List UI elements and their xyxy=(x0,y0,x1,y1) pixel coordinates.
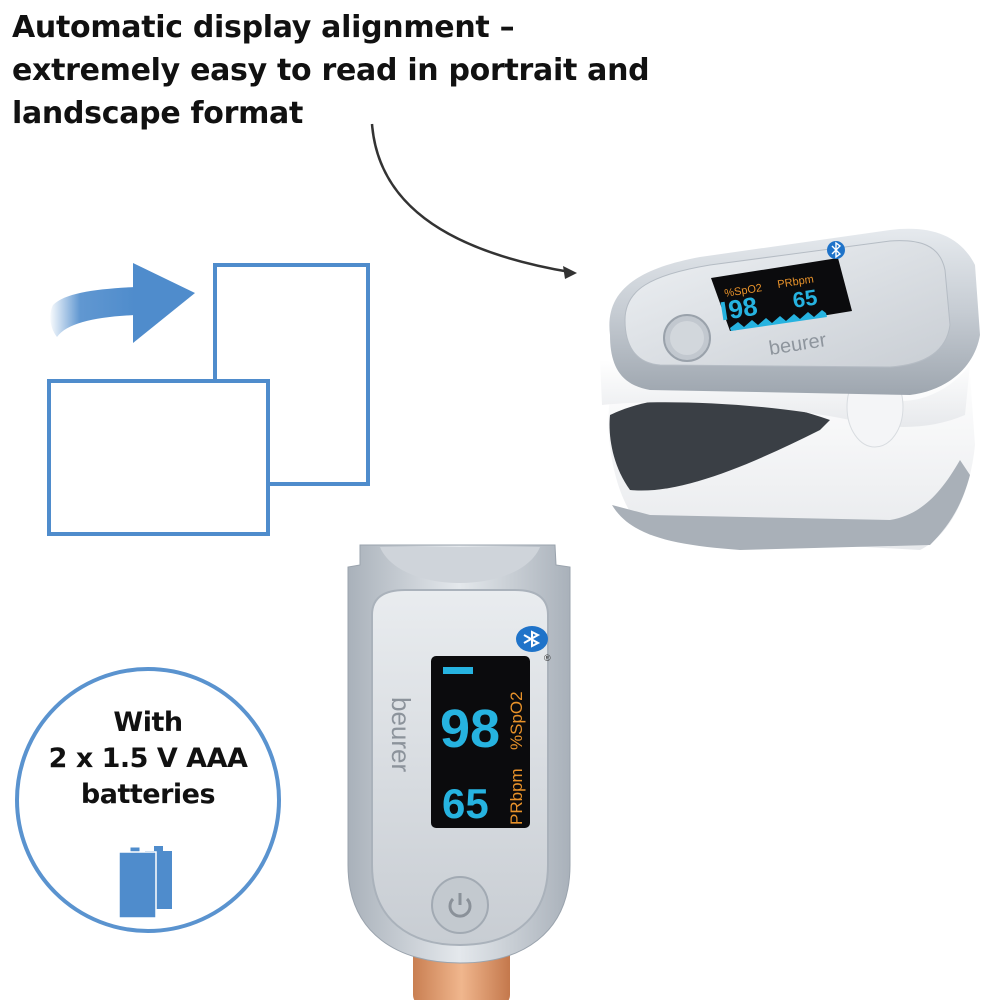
battery-badge-line-2: 2 x 1.5 V AAA xyxy=(48,743,248,774)
battery-badge-line-1: With xyxy=(113,707,183,738)
battery-badge: With 2 x 1.5 V AAA batteries xyxy=(15,667,281,933)
headline-line-3: landscape format xyxy=(12,96,304,131)
headline: Automatic display alignment – extremely … xyxy=(12,6,712,135)
headline-line-1: Automatic display alignment – xyxy=(12,10,515,45)
spo2-value: 98 xyxy=(726,291,759,325)
pulse-label: PRbpm xyxy=(507,768,526,825)
registered-mark: ® xyxy=(544,653,551,663)
spo2-value: 98 xyxy=(440,699,500,759)
landscape-frame xyxy=(47,379,270,536)
spo2-label: %SpO2 xyxy=(507,691,526,750)
battery-badge-line-3: batteries xyxy=(80,779,216,810)
rotate-arrow-icon xyxy=(50,263,195,343)
pulse-value: 65 xyxy=(791,284,819,313)
battery-badge-text: With 2 x 1.5 V AAA batteries xyxy=(19,705,277,813)
spo2-label: %SpO2 xyxy=(724,282,763,300)
power-icon xyxy=(448,897,472,918)
pulse-wave-icon xyxy=(730,310,827,331)
pulse-value: 65 xyxy=(442,780,489,827)
battery-icon xyxy=(118,846,172,919)
display-screen xyxy=(431,656,530,828)
pulse-label: PRbpm xyxy=(777,273,815,291)
brand-logo: beurer xyxy=(386,697,416,772)
headline-line-2: extremely easy to read in portrait and xyxy=(12,53,650,88)
oximeter-landscape-image: %SpO2 PRbpm 98 65 beurer xyxy=(600,228,980,550)
oximeter-portrait-image: 98 65 %SpO2 PRbpm beurer ® xyxy=(347,544,571,1000)
